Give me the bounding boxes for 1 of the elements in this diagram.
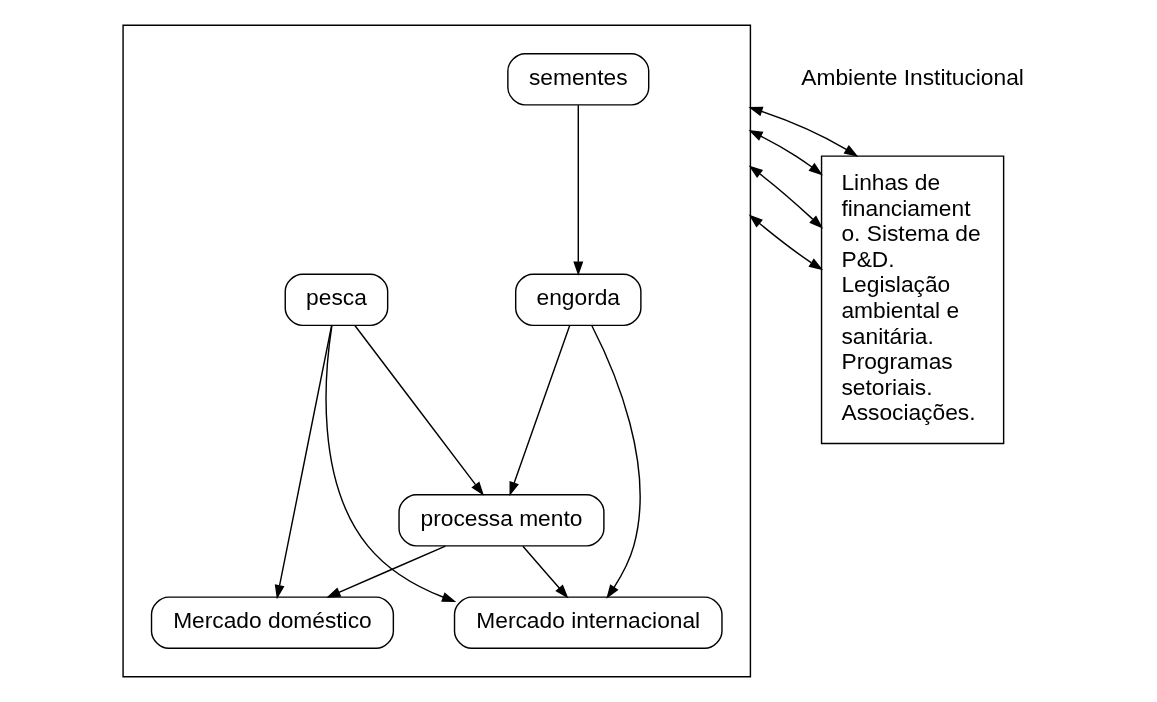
label: Ambiente Institucional <box>800 63 1024 90</box>
